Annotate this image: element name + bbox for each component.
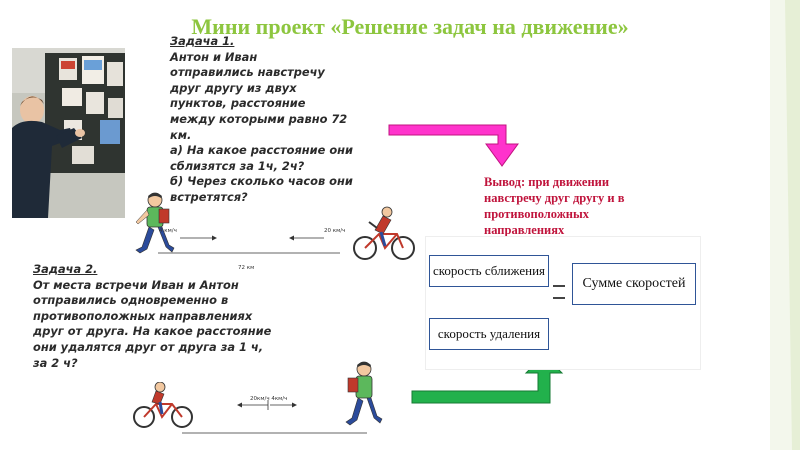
task-1-line: пунктов, расстояние	[170, 96, 306, 111]
task-2-line: отправились одновременно в	[33, 293, 229, 308]
task-2-line: они удалятся друг от друга за 1 ч,	[33, 339, 264, 354]
task-1-line: сблизятся за 1ч, 2ч?	[170, 158, 305, 173]
approach-speed-box: скорость сближения	[429, 255, 549, 287]
task-1-line: встретятся?	[170, 189, 248, 204]
speeds-label: 20км/ч 4км/ч	[250, 396, 288, 402]
task-1-line: отправились навстречу	[170, 65, 325, 80]
task-1-line: км.	[170, 127, 192, 142]
task-1-line: б) Через сколько часов они	[170, 174, 353, 189]
conclusion-text: Вывод: при движении навстречу друг другу…	[484, 174, 704, 238]
diagram-separation: 20км/ч 4км/ч	[132, 360, 392, 440]
task-1-text: Задача 1. Антон и Иван отправились навст…	[170, 34, 385, 206]
conclusion-line: Вывод: при движении	[484, 175, 610, 189]
separation-lines	[182, 400, 367, 434]
task-1-line: между которыми равно 72	[170, 111, 348, 126]
pink-bent-arrow-icon	[388, 124, 519, 167]
classroom-photo	[12, 48, 125, 218]
conclusion-line: направлениях	[484, 223, 565, 237]
conclusion-line: противоположных	[484, 207, 590, 221]
formula-panel: скорость сближения скорость удаления Сум…	[426, 237, 700, 369]
sum-of-speeds-box: Сумме скоростей	[572, 263, 696, 305]
task-1-heading: Задача 1.	[170, 34, 235, 48]
approach-lines	[158, 235, 340, 254]
cyclist-speed-label: 20 км/ч	[324, 228, 346, 234]
walking-boy-icon	[135, 192, 175, 254]
task-2-line: От места встречи Иван и Антон	[33, 277, 239, 292]
task-2-line: за 2 ч?	[33, 355, 78, 370]
walker-speed-label: 4 км/ч	[159, 228, 177, 234]
walking-boy-icon	[345, 361, 383, 426]
task-1-line: друг другу из двух	[170, 80, 297, 95]
cyclist-icon	[133, 382, 193, 428]
separation-speed-box: скорость удаления	[429, 318, 549, 350]
distance-label: 72 км	[238, 265, 255, 271]
page-title: Мини проект «Решение задач на движение»	[191, 14, 629, 39]
cyclist-icon	[353, 206, 415, 260]
task-2-line: друг от друга. На какое расстояние	[33, 324, 272, 339]
task-1-line: Антон и Иван	[170, 49, 258, 64]
task-2-heading: Задача 2.	[33, 262, 98, 276]
task-1-line: а) На какое расстояние они	[170, 143, 354, 158]
diagram-approach: 4 км/ч 20 км/ч 72 км	[128, 192, 418, 277]
conclusion-line: навстречу друг другу и в	[484, 191, 625, 205]
task-2-text: Задача 2. От места встречи Иван и Антон …	[33, 262, 333, 371]
equals-sign	[553, 285, 565, 299]
task-2-line: противоположных направлениях	[33, 308, 253, 323]
